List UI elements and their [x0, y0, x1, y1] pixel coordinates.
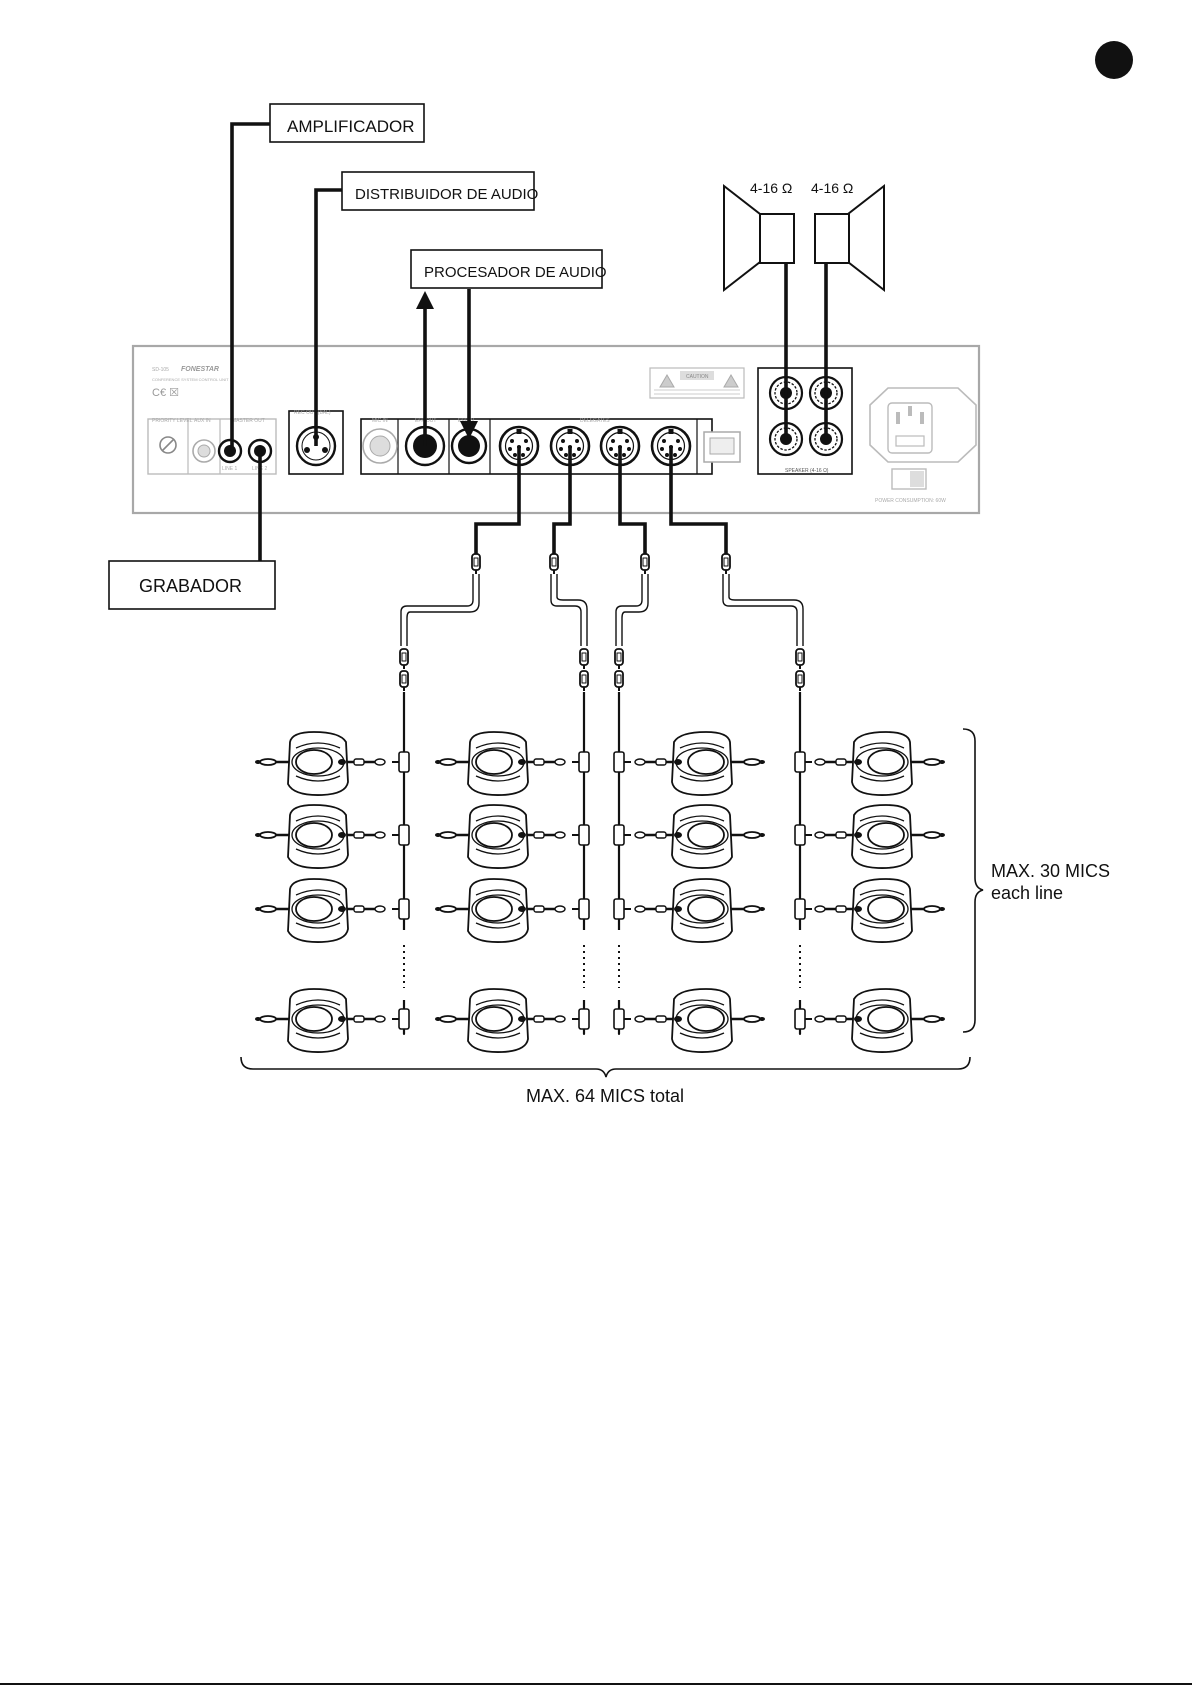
per-line-brace: [962, 728, 984, 1033]
chain-final-stubs: [402, 1000, 802, 1034]
delegate-mic: [433, 803, 567, 870]
delegate-mic: [813, 877, 947, 944]
distribuidor-label: DISTRIBUIDOR DE AUDIO: [355, 186, 538, 203]
mic-in-jack-icon: [362, 428, 398, 464]
grabador-label: GRABADOR: [139, 576, 242, 596]
panel-model: SD-105: [152, 367, 169, 373]
procesador-label: PROCESADOR DE AUDIO: [424, 264, 607, 281]
speaker-left-impedance: 4-16 Ω: [750, 180, 792, 196]
max-total-label: MAX. 64 MICS total: [526, 1086, 684, 1106]
eff-in-jack-icon: [450, 427, 488, 465]
amplificador-label: AMPLIFICADOR: [287, 117, 415, 136]
procesador-box: [410, 249, 603, 289]
panel-mic-in: MIC IN: [372, 418, 388, 424]
panel-power: POWER CONSUMPTION: 60W: [875, 498, 946, 504]
delegate-mic: [253, 987, 387, 1054]
delegate-mic: [633, 730, 767, 797]
panel-brand: FONESTAR: [181, 366, 219, 373]
priority-knob-icon: [159, 436, 177, 454]
amplificador-box: [269, 103, 425, 143]
panel-master-out: MASTER OUT: [232, 418, 265, 424]
line-1-jack-icon: [217, 438, 243, 464]
voltage-switch-icon: [891, 468, 927, 490]
plug-line-4-icon: [721, 553, 731, 575]
panel-line1: LINE 1: [222, 466, 238, 472]
extension-plugs: [399, 648, 805, 692]
delegate-mic: [433, 877, 567, 944]
extension-cables: [400, 574, 804, 646]
plug-line-2-icon: [549, 553, 559, 575]
panel-delegates: DELEGATES: [580, 418, 610, 424]
panel-sublabel: CONFERENCE SYSTEM CONTROL UNIT: [152, 377, 229, 382]
panel-cert-marks: C€ ☒: [152, 387, 179, 399]
speaker-right-impedance: 4-16 Ω: [811, 180, 853, 196]
panel-caution: CAUTION: [686, 374, 709, 380]
delegate-mic: [633, 987, 767, 1054]
delegate-mic: [253, 803, 387, 870]
delegate-mics-line-1: [253, 730, 410, 1054]
max-per-line-label-1: MAX. 30 MICS: [991, 861, 1110, 881]
data-rj45-port-icon: [703, 431, 741, 463]
delegate-output-cables: [474, 446, 728, 555]
max-per-line-label-2: each line: [991, 883, 1063, 903]
page-marker-dot: [1095, 41, 1133, 79]
delegate-mics-line-4: [794, 730, 947, 1054]
plug-line-1-icon: [471, 553, 481, 575]
delegate-mic: [813, 803, 947, 870]
grabador-box: [108, 560, 276, 610]
panel-aux-in: AUX IN: [194, 418, 211, 424]
caution-label: CAUTION: [649, 367, 745, 399]
delegate-mics-line-3: [613, 730, 767, 1054]
delegate-mics-line-2: [433, 730, 590, 1054]
delegate-mic: [433, 987, 567, 1054]
aux-in-jack-icon: [192, 439, 216, 463]
panel-eff-in: EFF IN: [458, 418, 474, 424]
total-brace: [240, 1056, 971, 1078]
distribuidor-box: [341, 171, 535, 211]
panel-priority: PRIORITY LEVEL: [152, 418, 193, 424]
delegate-mic: [633, 803, 767, 870]
distribuidor-cable: [314, 188, 342, 446]
amplificador-cable: [230, 122, 270, 450]
delegate-mic: [813, 987, 947, 1054]
delegate-mic: [253, 877, 387, 944]
speaker-left-icon: [723, 183, 795, 293]
chain-continuation-dots: [403, 945, 801, 988]
plug-line-3-icon: [640, 553, 650, 575]
delegate-mic: [433, 730, 567, 797]
chain-trunk-cables: [402, 692, 802, 930]
delegate-mic: [813, 730, 947, 797]
delegate-mic: [633, 877, 767, 944]
speaker-right-icon: [814, 183, 885, 293]
panel-speaker: SPEAKER (4-16 Ω): [785, 468, 829, 474]
panel-rec-out: REC OUT (BAL): [294, 410, 331, 416]
delegate-mic: [253, 730, 387, 797]
power-inlet-icon: [869, 387, 977, 463]
